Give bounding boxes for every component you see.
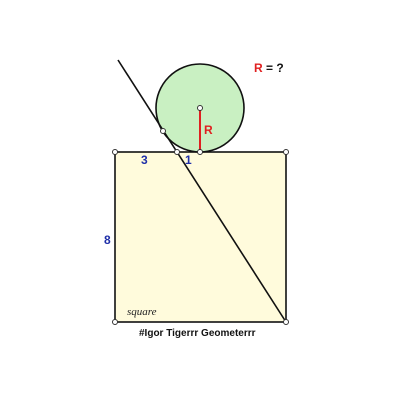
square-shape xyxy=(114,151,287,323)
circle-center-point xyxy=(197,105,203,111)
question-variable: R xyxy=(254,61,263,75)
author-footer: #Igor Tigerrr Geometerrr xyxy=(139,328,256,339)
tangent-point xyxy=(197,149,203,155)
segment-label-1: 1 xyxy=(185,153,192,167)
square-corner-top-left xyxy=(112,149,118,155)
segment-label-3: 3 xyxy=(141,153,148,167)
square-corner-bottom-right xyxy=(283,319,289,325)
square-name-label: square xyxy=(127,306,157,318)
question-rest: = ? xyxy=(263,61,284,75)
side-label-8: 8 xyxy=(104,233,111,247)
question-label: R = ? xyxy=(254,61,284,75)
radius-label: R xyxy=(204,123,213,137)
square-corner-top-right xyxy=(283,149,289,155)
diagonal-line xyxy=(117,59,287,323)
line-circle-point xyxy=(160,128,166,134)
segment-point-left xyxy=(174,149,180,155)
square-corner-bottom-left xyxy=(112,319,118,325)
